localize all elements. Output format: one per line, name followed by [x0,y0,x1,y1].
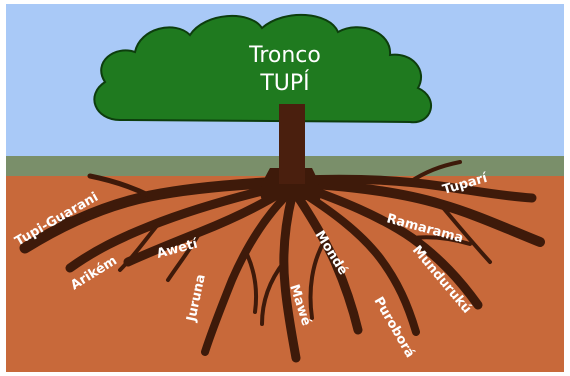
root-purobora [294,186,420,336]
root-monde [291,189,363,335]
root-juruna [201,190,292,356]
tree-title-line2: TUPÍ [259,70,309,96]
tree-canopy [93,14,432,124]
tree-title-line1: Tronco [248,43,321,68]
root-mawe [279,191,301,363]
tree-trunk [279,104,305,184]
root-tupari [295,174,537,203]
root-arikem [65,181,288,273]
root-system [19,160,545,363]
